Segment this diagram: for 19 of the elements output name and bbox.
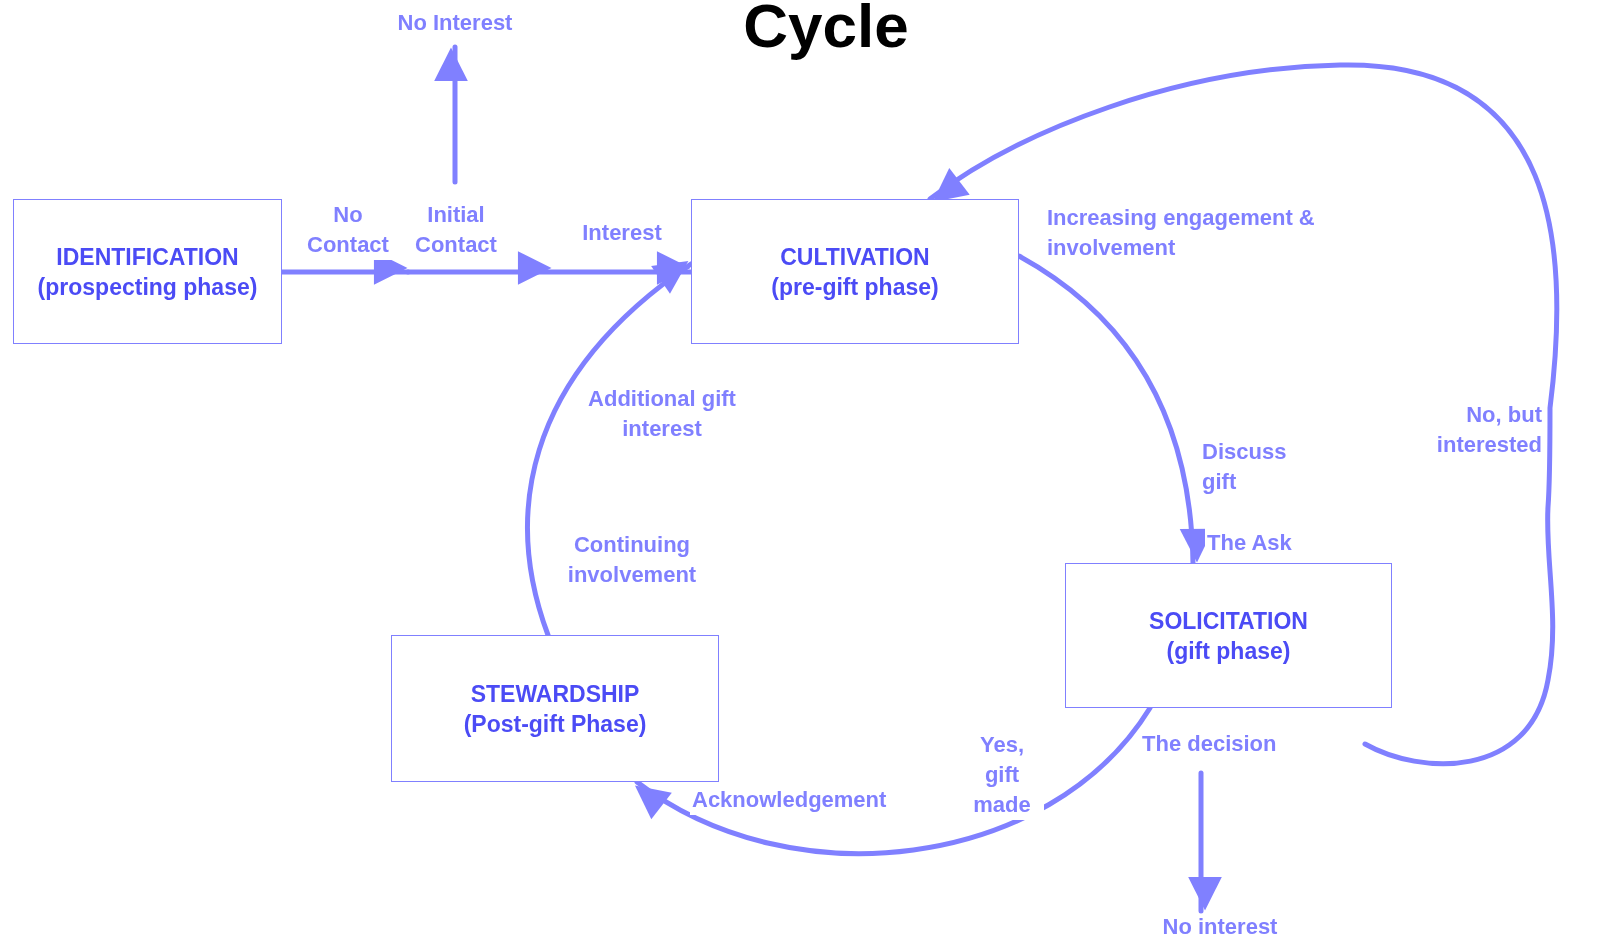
phase-box: [691, 199, 1019, 344]
node-label: No Interest: [397, 9, 513, 37]
phase-title: STEWARDSHIP: [470, 679, 640, 709]
phase-box: [391, 635, 719, 782]
phase-subtitle: (gift phase): [1166, 636, 1291, 666]
phase-subtitle: (Post-gift Phase): [463, 709, 647, 739]
phase-title: CULTIVATION: [780, 242, 930, 272]
phase-title: IDENTIFICATION: [56, 242, 239, 272]
phase-subtitle: (pre-gift phase): [771, 272, 939, 302]
node-label: No interest: [1162, 913, 1278, 941]
arrow: [434, 44, 468, 185]
node-label: Initial Contact: [414, 201, 498, 259]
phase-title: SOLICITATION: [1149, 606, 1308, 636]
arrow: [927, 62, 1560, 766]
diagram-title: Cycle: [742, 0, 910, 58]
phase-subtitle: (prospecting phase): [37, 272, 258, 302]
phase-box: [1065, 563, 1392, 708]
arrow: [1188, 770, 1222, 914]
phase-box: [13, 199, 282, 344]
